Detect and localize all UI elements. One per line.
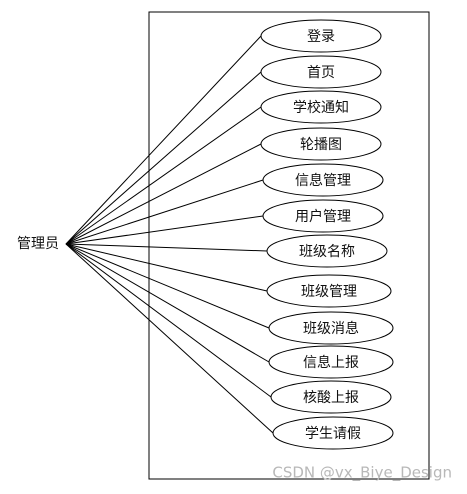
use-case-label-9: 班级消息: [303, 320, 359, 337]
association-line-11: [65, 243, 272, 398]
association-line-12: [65, 243, 274, 434]
use-case-label-2: 首页: [307, 65, 335, 81]
use-case-label-7: 班级名称: [299, 244, 355, 260]
system-boundary: [148, 11, 430, 480]
use-case-10: 信息上报: [268, 345, 394, 379]
use-case-shape-10: [268, 345, 394, 379]
use-case-label-3: 学校通知: [293, 99, 349, 116]
use-case-label-6: 用户管理: [295, 208, 351, 225]
association-line-1: [65, 35, 262, 245]
use-case-label-4: 轮播图: [300, 137, 342, 153]
actor-label: 管理员: [17, 236, 59, 252]
association-line-3: [65, 106, 262, 245]
use-case-shape-7: [266, 234, 388, 268]
watermark-text: CSDN @vx_Biye_Design: [272, 464, 452, 483]
use-case-shape-8: [266, 274, 392, 308]
use-case-shape-11: [270, 380, 392, 414]
use-case-label-8: 班级管理: [301, 284, 357, 300]
use-case-shape-3: [260, 90, 382, 124]
use-case-shape-1: [260, 19, 382, 53]
system-boundary-group: [148, 11, 430, 480]
use-case-group: 登录首页学校通知轮播图信息管理用户管理班级名称班级管理班级消息信息上报核酸上报学…: [260, 19, 394, 450]
use-case-4: 轮播图: [260, 127, 382, 161]
use-case-shape-2: [260, 55, 382, 89]
use-case-2: 首页: [260, 55, 382, 89]
use-case-label-10: 信息上报: [303, 354, 359, 371]
use-case-1: 登录: [260, 19, 382, 53]
use-case-label-1: 登录: [307, 29, 335, 45]
use-case-12: 学生请假: [272, 416, 394, 450]
use-case-label-11: 核酸上报: [303, 390, 359, 406]
association-line-4: [65, 143, 262, 245]
association-lines: [65, 35, 274, 434]
use-case-11: 核酸上报: [270, 380, 392, 414]
association-line-2: [65, 71, 262, 245]
use-case-8: 班级管理: [266, 274, 392, 308]
association-line-7: [65, 243, 268, 252]
association-line-6: [65, 215, 264, 245]
use-case-9: 班级消息: [268, 311, 394, 345]
use-case-shape-4: [260, 127, 382, 161]
association-line-8: [65, 243, 268, 292]
use-case-shape-12: [272, 416, 394, 450]
use-case-3: 学校通知: [260, 90, 382, 124]
use-case-6: 用户管理: [262, 199, 384, 233]
association-line-10: [65, 243, 270, 363]
use-case-5: 信息管理: [262, 163, 384, 197]
use-case-shape-5: [262, 163, 384, 197]
association-line-5: [65, 179, 264, 245]
use-case-shape-9: [268, 311, 394, 345]
use-case-shape-6: [262, 199, 384, 233]
actor-group: 管理员: [17, 236, 59, 252]
use-case-label-12: 学生请假: [305, 426, 361, 442]
association-line-9: [65, 243, 270, 329]
use-case-7: 班级名称: [266, 234, 388, 268]
use-case-label-5: 信息管理: [295, 172, 351, 189]
